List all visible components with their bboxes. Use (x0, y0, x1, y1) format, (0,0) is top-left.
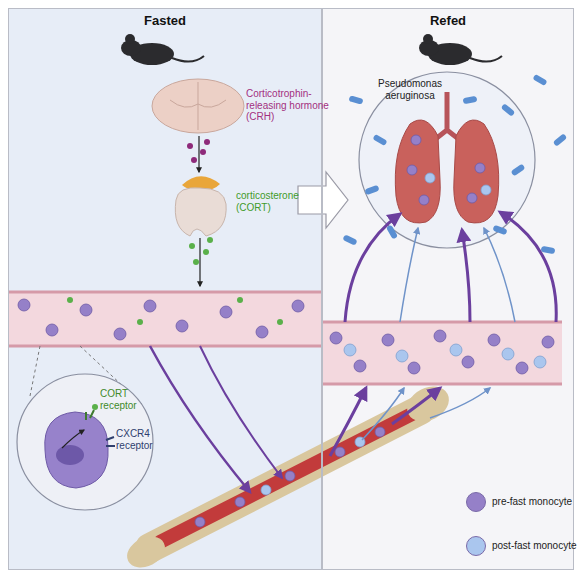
monocyte (46, 324, 58, 336)
monocyte (425, 173, 435, 183)
monocyte (261, 485, 271, 495)
monocyte (407, 165, 417, 175)
monocyte (467, 193, 477, 203)
bacterium (463, 96, 478, 104)
monocyte (375, 427, 385, 437)
monocyte (419, 195, 429, 205)
monocyte (502, 348, 514, 360)
bacterium (501, 103, 516, 117)
monocyte (411, 135, 421, 145)
legend-text: post-fast monocyte (492, 540, 576, 551)
panel-heading: Fasted (9, 13, 321, 28)
bacterium (492, 225, 507, 235)
annotation-label: Pseudomonas aeruginosa (372, 78, 448, 101)
monocyte (256, 326, 268, 338)
bacterium (511, 164, 526, 177)
monocyte (176, 320, 188, 332)
monocyte (114, 328, 126, 340)
bacterium (348, 95, 363, 104)
monocyte (235, 497, 245, 507)
monocyte (354, 360, 366, 372)
annotation-label: corticosterone (CORT) (236, 190, 316, 213)
bacterium (553, 133, 568, 147)
monocyte (475, 163, 485, 173)
panel: Refed (322, 8, 574, 570)
monocyte (80, 304, 92, 316)
bacterium (372, 134, 387, 146)
legend-text: pre-fast monocyte (492, 496, 572, 507)
monocyte (534, 356, 546, 368)
legend-swatch (466, 536, 486, 556)
legend-swatch (466, 492, 486, 512)
panel-heading: Refed (323, 13, 573, 28)
monocyte (396, 350, 408, 362)
bacterium (364, 185, 379, 195)
monocyte (462, 356, 474, 368)
monocyte (344, 344, 356, 356)
bacterium (342, 234, 357, 245)
monocyte (408, 362, 420, 374)
annotation-label: Corticotrophin-releasing hormone (CRH) (246, 88, 338, 123)
monocyte (195, 517, 205, 527)
monocyte (481, 185, 491, 195)
bacterium (541, 246, 556, 254)
annotation-label: CORT receptor (100, 388, 148, 411)
monocyte (488, 334, 500, 346)
annotation-label: CXCR4 receptor (116, 428, 162, 451)
bacterium (386, 224, 398, 239)
monocyte (516, 362, 528, 374)
monocyte (144, 300, 156, 312)
monocyte (382, 334, 394, 346)
monocyte (335, 447, 345, 457)
monocyte (330, 332, 342, 344)
monocyte (434, 330, 446, 342)
monocyte (542, 336, 554, 348)
bacterium (532, 74, 547, 86)
monocyte (450, 344, 462, 356)
monocyte (220, 306, 232, 318)
monocyte (292, 300, 304, 312)
monocyte (285, 471, 295, 481)
monocyte (18, 299, 30, 311)
